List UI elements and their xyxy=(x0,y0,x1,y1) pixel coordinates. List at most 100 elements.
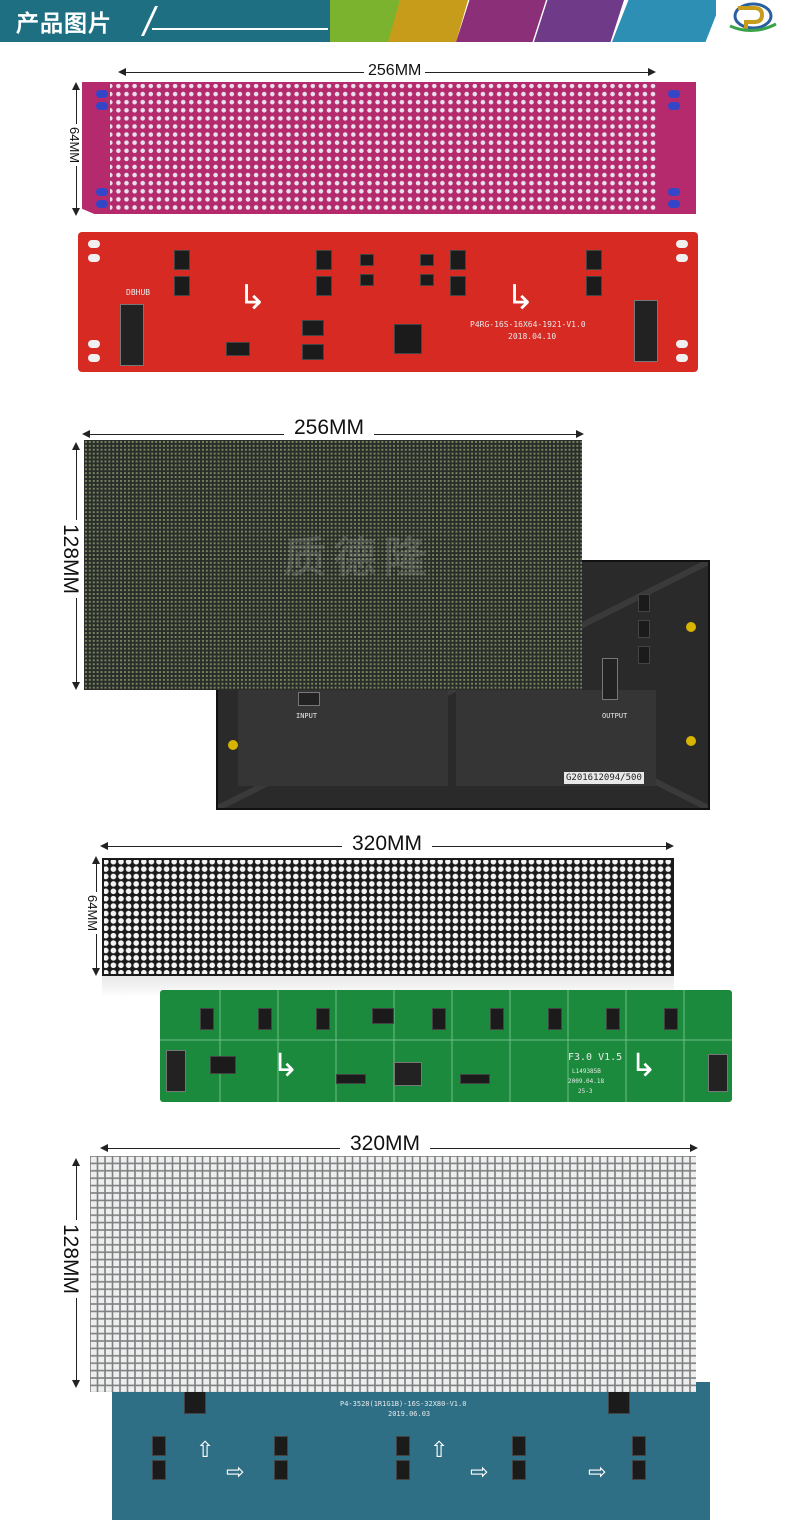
ic-chip xyxy=(152,1460,166,1480)
input-label: INPUT xyxy=(296,712,318,720)
stripe-gold xyxy=(388,0,468,42)
company-logo xyxy=(716,0,790,42)
arrow-left-icon xyxy=(100,1144,108,1152)
arrow-down-icon xyxy=(72,682,80,690)
header-title-bar xyxy=(0,0,330,42)
input-connector xyxy=(120,304,144,366)
ic-chip xyxy=(632,1436,646,1456)
ic-chip xyxy=(372,1008,394,1024)
ic-chip xyxy=(200,1008,214,1030)
stripe-magenta xyxy=(456,0,546,42)
mount-hole xyxy=(88,354,100,362)
page-title: 产品图片 xyxy=(16,11,112,37)
ic-chip xyxy=(316,276,332,296)
ic-chip xyxy=(608,1390,630,1414)
width-label: 256MM xyxy=(364,62,426,80)
arrow-up-icon xyxy=(72,82,80,90)
ic-chip xyxy=(512,1436,526,1456)
ic-chip xyxy=(432,1008,446,1030)
ic-chip xyxy=(420,254,434,266)
pcb-hub-label: DBHUB xyxy=(126,288,151,297)
width-label: 320MM xyxy=(340,1132,431,1156)
arrow-up-icon xyxy=(92,856,100,864)
led-panel-front xyxy=(102,858,674,976)
pcb-back: ↳ ↳ P4RG-16S-16X64-1921-V1.0 2018.04.10 … xyxy=(78,232,698,372)
mount-hole xyxy=(88,240,100,248)
direction-arrow-icon: ↳ xyxy=(272,1046,299,1084)
led-matrix xyxy=(84,440,582,690)
ic-chip xyxy=(152,1436,166,1456)
mount-hole xyxy=(668,200,680,208)
arrow-left-icon xyxy=(118,68,126,76)
mount-hole xyxy=(96,102,108,110)
mount-hole xyxy=(668,188,680,196)
arrow-down-icon xyxy=(92,968,100,976)
title-underline xyxy=(152,28,328,30)
screw-icon xyxy=(686,622,696,632)
housing-ribs xyxy=(218,562,708,808)
led-panel-front xyxy=(82,82,696,214)
mount-hole xyxy=(676,354,688,362)
ic-chip xyxy=(174,250,190,270)
ic-chip xyxy=(420,274,434,286)
watermark-text: 质德隆 xyxy=(284,533,435,582)
ic-chip xyxy=(638,646,650,664)
pcb-back: ⇧ ⇨ ⇧ ⇨ ⇨ P4-3528(1R1G1B)-16S-32X80-V1.0… xyxy=(112,1382,710,1520)
direction-arrow-icon: ⇧ xyxy=(196,1438,215,1463)
ic-chip xyxy=(586,250,602,270)
serial-sticker: G201612094/500 xyxy=(564,772,644,784)
ic-chip xyxy=(184,1390,206,1414)
arrow-right-icon xyxy=(648,68,656,76)
ic-chip xyxy=(226,342,250,356)
pcb-back: ↳ ↳ F3.0 V1.5 L149385B 2009.04.18 25-3 xyxy=(160,990,732,1102)
ic-chip xyxy=(664,1008,678,1030)
ic-chip xyxy=(632,1460,646,1480)
power-terminal xyxy=(394,1062,422,1086)
ic-chip xyxy=(174,276,190,296)
ic-chip xyxy=(512,1460,526,1480)
width-label: 320MM xyxy=(342,832,433,856)
pcb-model: P4RG-16S-16X64-1921-V1.0 xyxy=(470,320,586,329)
width-label: 256MM xyxy=(284,416,375,440)
mount-hole xyxy=(668,102,680,110)
led-panel-front xyxy=(90,1156,696,1392)
output-connector xyxy=(602,658,618,700)
ic-chip xyxy=(336,1074,366,1084)
ic-chip xyxy=(548,1008,562,1030)
mount-hole xyxy=(676,254,688,262)
direction-arrow-icon: ↳ xyxy=(630,1046,657,1084)
pcb-date: 2019.06.03 xyxy=(388,1410,431,1418)
stripe-green xyxy=(330,0,400,42)
arrow-right-icon xyxy=(690,1144,698,1152)
stripe-blue xyxy=(612,0,722,42)
output-connector xyxy=(708,1054,728,1092)
ic-chip xyxy=(606,1008,620,1030)
mount-hole xyxy=(96,200,108,208)
ic-chip xyxy=(274,1460,288,1480)
ic-chip xyxy=(316,250,332,270)
mount-hole xyxy=(676,240,688,248)
height-label: 128MM xyxy=(58,1220,82,1299)
ic-chip xyxy=(586,276,602,296)
led-matrix xyxy=(90,1156,696,1392)
ic-chip xyxy=(316,1008,330,1030)
ic-chip xyxy=(450,276,466,296)
pcb-date: 2009.04.18 xyxy=(568,1078,605,1085)
ic-chip xyxy=(394,324,422,354)
mount-hole xyxy=(88,340,100,348)
pcb-code: L149385B xyxy=(572,1068,601,1075)
arrow-down-icon xyxy=(72,208,80,216)
ic-chip xyxy=(638,594,650,612)
height-label: 64MM xyxy=(67,124,82,167)
ic-chip xyxy=(450,250,466,270)
mount-hole xyxy=(676,340,688,348)
direction-arrow-icon: ⇨ xyxy=(588,1460,607,1485)
ic-chip xyxy=(360,274,374,286)
mount-hole xyxy=(668,90,680,98)
pcb-traces xyxy=(160,990,732,1102)
led-matrix xyxy=(110,84,658,212)
arrow-down-icon xyxy=(72,1380,80,1388)
pcb-lot: 25-3 xyxy=(578,1088,593,1095)
ic-chip xyxy=(258,1008,272,1030)
ic-chip xyxy=(638,620,650,638)
